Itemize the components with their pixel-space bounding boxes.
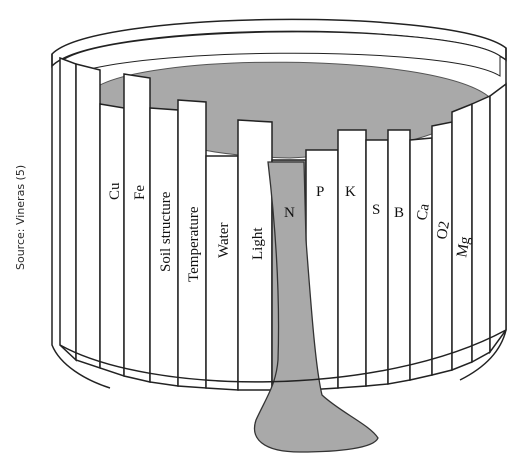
stave-fe xyxy=(124,74,150,382)
label-cu: Cu xyxy=(107,182,123,200)
stave xyxy=(76,64,100,368)
stave xyxy=(490,84,506,352)
label-o2: O2 xyxy=(434,220,453,241)
label-temperature: Temperature xyxy=(186,206,202,282)
label-soil-structure: Soil structure xyxy=(158,191,174,272)
source-label: Source: Vineras (5) xyxy=(14,165,27,270)
stave-ca xyxy=(410,138,432,380)
label-p: P xyxy=(316,184,324,200)
stave-k xyxy=(338,130,366,388)
label-fe: Fe xyxy=(132,185,148,200)
stave-b xyxy=(388,130,410,384)
stave-s xyxy=(366,140,388,386)
label-light: Light xyxy=(250,227,266,260)
stave-cu xyxy=(100,104,124,376)
label-water: Water xyxy=(216,223,232,258)
label-ca: Ca xyxy=(414,202,433,222)
label-b: B xyxy=(394,205,404,221)
stave-water xyxy=(206,156,238,390)
stave xyxy=(60,58,76,360)
label-k: K xyxy=(345,184,356,200)
label-n: N xyxy=(284,205,295,221)
stave-o2 xyxy=(432,122,452,375)
label-s: S xyxy=(372,202,380,218)
stave xyxy=(472,96,490,362)
